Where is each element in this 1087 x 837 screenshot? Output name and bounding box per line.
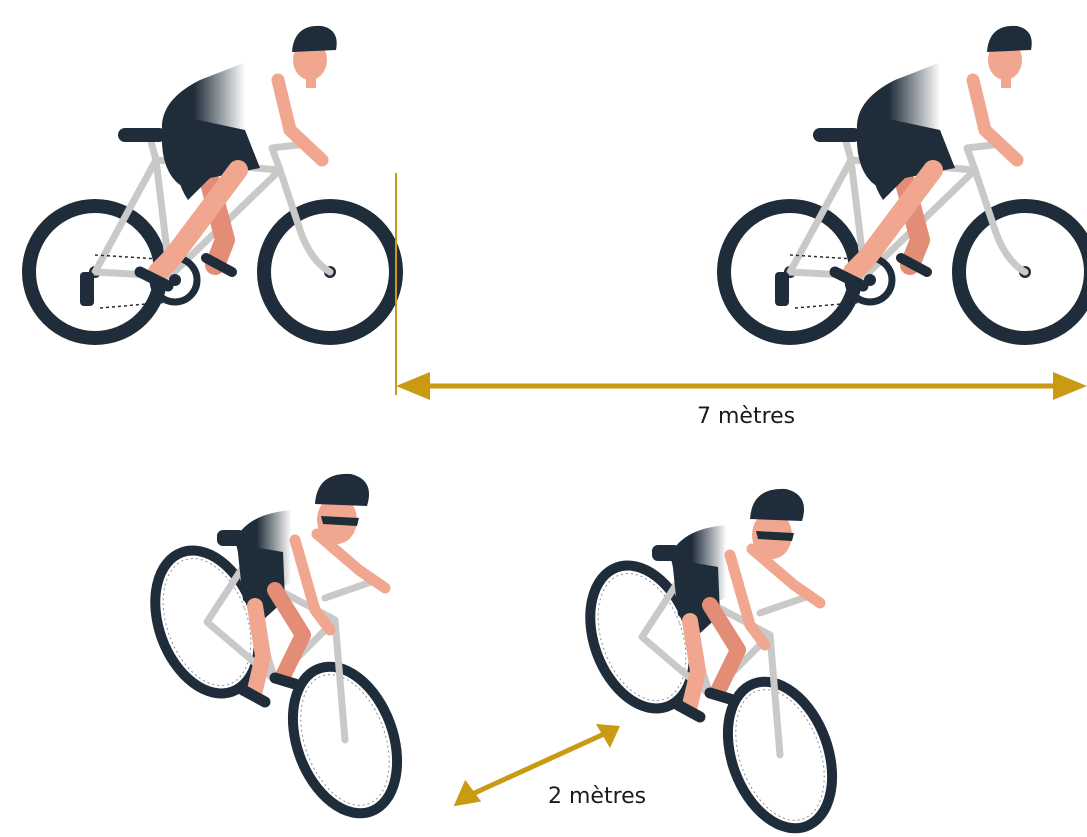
cyclist-side-left [29, 26, 396, 338]
cyclist-front-left [137, 474, 417, 828]
distance-label-7m: 7 mètres [697, 404, 795, 429]
cyclist-side-right [724, 26, 1087, 338]
distance-arrow-7m [396, 372, 1087, 400]
distance-label-2m: 2 mètres [548, 784, 646, 809]
